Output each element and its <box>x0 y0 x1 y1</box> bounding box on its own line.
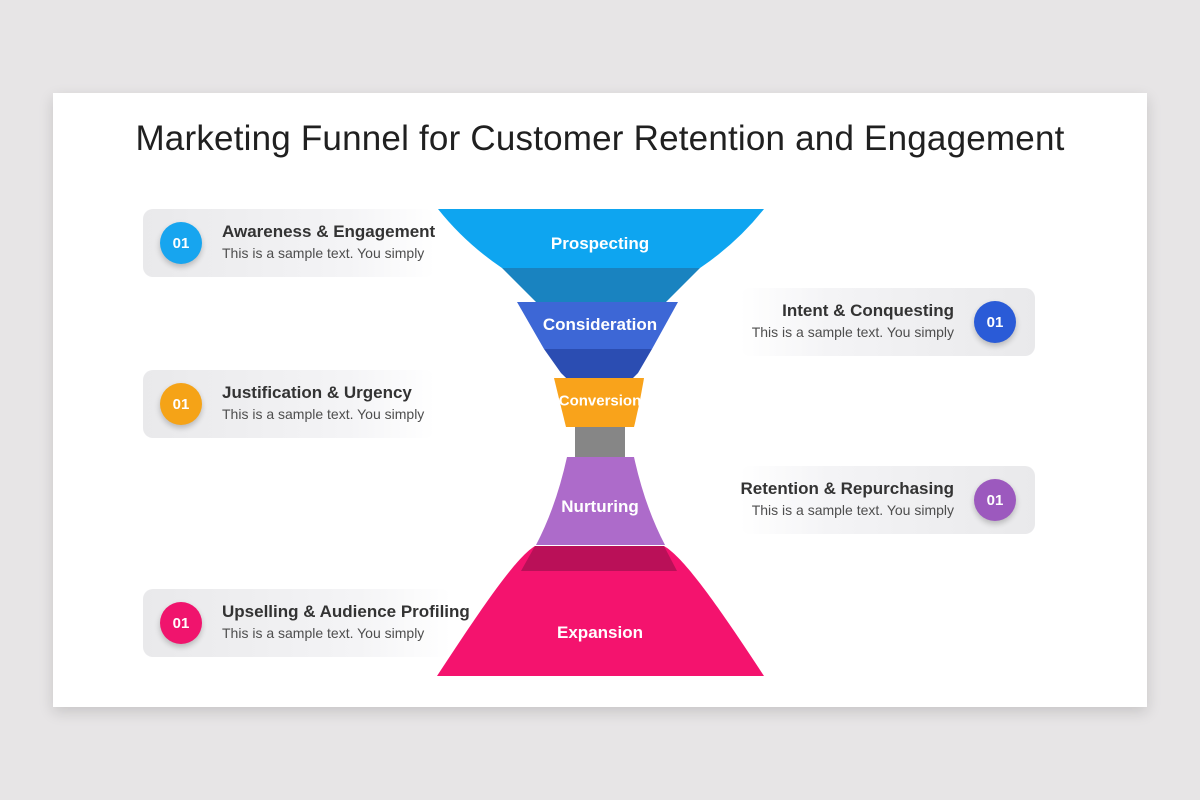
funnel-stage-consideration-shape <box>517 302 678 349</box>
funnel-stage-expansion-shape <box>437 546 764 676</box>
card-text-block: Retention & Repurchasing This is a sampl… <box>740 478 954 521</box>
card-awareness-engagement: 01 Awareness & Engagement This is a samp… <box>143 209 435 277</box>
card-number-badge: 01 <box>160 602 202 644</box>
card-number-badge: 01 <box>974 301 1016 343</box>
card-description: This is a sample text. You simply <box>222 406 425 422</box>
funnel-stage-conversion-shape <box>554 378 644 427</box>
card-title: Intent & Conquesting <box>782 301 954 320</box>
card-description: This is a sample text. You simply <box>222 245 425 261</box>
funnel-stage-label-prospecting: Prospecting <box>550 234 650 253</box>
card-text-block: Intent & Conquesting This is a sample te… <box>744 300 954 343</box>
card-description: This is a sample text. You simply <box>751 502 954 518</box>
card-title: Justification & Urgency <box>222 383 412 402</box>
card-title: Retention & Repurchasing <box>740 479 954 498</box>
funnel-stage-label-consideration: Consideration <box>542 315 658 334</box>
card-justification-urgency: 01 Justification & Urgency This is a sam… <box>143 370 435 438</box>
card-text-block: Justification & Urgency This is a sample… <box>222 382 424 425</box>
card-description: This is a sample text. You simply <box>222 625 425 641</box>
funnel-stage-label-nurturing: Nurturing <box>561 497 639 516</box>
card-number-badge: 01 <box>160 383 202 425</box>
funnel-stage-nurturing-shape <box>536 457 665 545</box>
page-title: Marketing Funnel for Customer Retention … <box>135 119 1065 158</box>
card-title: Upselling & Audience Profiling <box>222 602 470 621</box>
card-retention-repurchasing: 01 Retention & Repurchasing This is a sa… <box>740 466 1035 534</box>
card-text-block: Awareness & Engagement This is a sample … <box>222 221 435 264</box>
card-upselling-audience-profiling: 01 Upselling & Audience Profiling This i… <box>143 589 470 657</box>
card-number-badge: 01 <box>160 222 202 264</box>
funnel-stage-expansion-band-shape <box>521 546 677 571</box>
card-title: Awareness & Engagement <box>222 222 436 241</box>
card-description: This is a sample text. You simply <box>751 324 954 340</box>
card-text-block: Upselling & Audience Profiling This is a… <box>222 601 470 644</box>
funnel-stage-label-conversion: Conversion <box>558 392 642 410</box>
funnel-stage-label-expansion: Expansion <box>557 623 643 642</box>
card-number-badge: 01 <box>974 479 1016 521</box>
card-intent-conquesting: 01 Intent & Conquesting This is a sample… <box>740 288 1035 356</box>
funnel-stage-prospecting-shape <box>438 209 764 268</box>
funnel-connector-shape <box>575 425 625 460</box>
funnel-stage-consideration-band-shape <box>544 349 652 373</box>
